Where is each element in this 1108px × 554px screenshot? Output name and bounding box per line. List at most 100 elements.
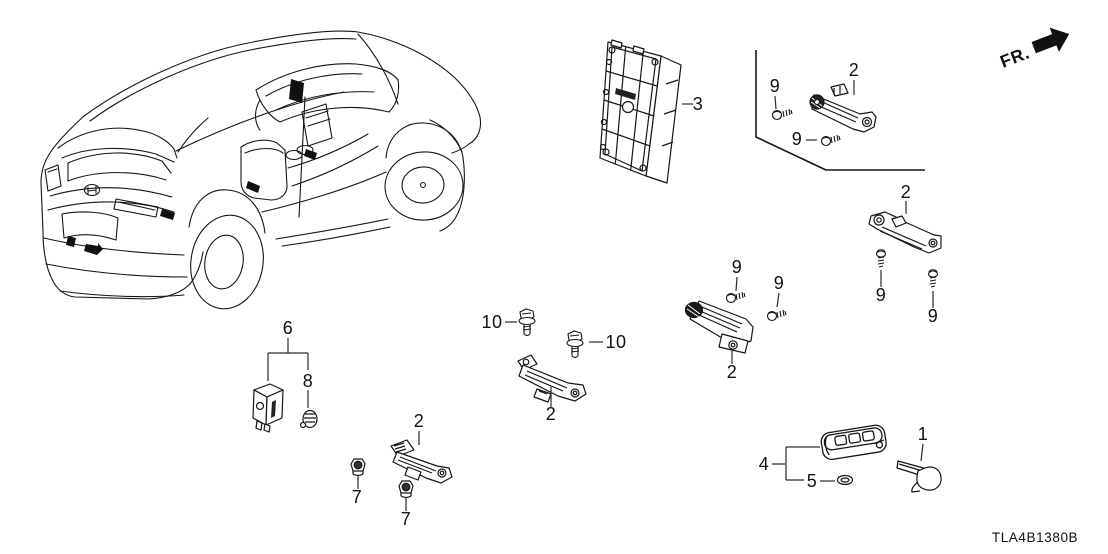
callouts: 3 2 9 9 2 9 9 2 9 9 10 10 2 2 7 7 6 8 4 … <box>267 60 939 529</box>
keyless-remote-part-4 <box>820 424 887 461</box>
callout-label: 2 <box>849 60 860 80</box>
callout-6: 6 <box>267 318 309 381</box>
bracket-hole <box>570 388 580 398</box>
callout-9-c: 9 <box>876 270 887 305</box>
marker-tailgate <box>160 209 175 220</box>
module-tab-1 <box>610 39 623 49</box>
floor-line-2 <box>291 145 379 187</box>
fr-label: FR. <box>997 42 1032 71</box>
relay-pin-2 <box>263 423 271 433</box>
fob-button-3 <box>861 430 875 442</box>
left-taillight <box>44 164 62 192</box>
screw-part-9-d <box>927 269 939 288</box>
bracket-hole <box>861 116 873 128</box>
bumper-line-3 <box>59 290 185 298</box>
relay-round-detail <box>255 401 265 411</box>
callout-label: 10 <box>605 332 626 352</box>
screw-part-9-f <box>766 309 787 322</box>
marker-dash-unit <box>289 79 304 103</box>
module-round-detail <box>621 100 635 114</box>
console-lid <box>244 147 284 154</box>
bracket-ribs <box>698 306 743 333</box>
rear-window-top <box>67 152 172 174</box>
fr-direction-indicator: FR. <box>997 27 1070 72</box>
floor-line-1 <box>287 133 369 169</box>
nut-part-7-left <box>350 458 366 477</box>
module-connector-slot <box>615 88 636 100</box>
bracket-part-2-center <box>684 300 754 354</box>
callout-label: 6 <box>283 318 294 338</box>
key-head <box>916 466 942 491</box>
callout-3: 3 <box>682 94 703 114</box>
bracket-hole-right <box>928 238 938 248</box>
rear-window-bottom <box>67 172 167 182</box>
center-stack <box>301 103 333 147</box>
marker-bumper-left <box>66 236 76 247</box>
control-module-part-3 <box>599 39 682 184</box>
callout-8: 8 <box>303 371 314 408</box>
battery-part-5 <box>836 474 854 486</box>
bracket-part-2-top <box>809 83 877 133</box>
screw-part-9-e <box>725 291 746 304</box>
module-side-lines <box>661 79 679 147</box>
leader-line <box>772 446 820 481</box>
roof-rail-line <box>89 37 357 122</box>
spoiler-tip <box>173 148 178 159</box>
bracket-bar <box>868 211 942 254</box>
fob-button-1 <box>834 434 848 446</box>
callout-label: 9 <box>928 306 939 326</box>
rear-wheel <box>190 214 264 310</box>
c-pillar-line <box>177 117 209 153</box>
callout-label: 3 <box>693 94 704 114</box>
callout-label: 9 <box>792 129 803 149</box>
belt-line <box>175 91 345 152</box>
spoiler-top <box>57 127 175 150</box>
bracket-bar <box>392 451 453 484</box>
bolt-part-10-right <box>566 330 584 359</box>
callout-4: 4 <box>759 446 820 481</box>
callout-2-center: 2 <box>727 349 738 382</box>
rear-wheel-arch <box>188 189 266 234</box>
rocker-line-2 <box>281 226 391 247</box>
inset-boundary-line <box>755 50 925 171</box>
marker-console-side <box>246 181 260 193</box>
grommet-part-8 <box>299 409 318 429</box>
callout-label: 1 <box>918 424 929 444</box>
a-pillar-line <box>357 33 399 105</box>
callout-label: 9 <box>770 76 781 96</box>
key-head-notch <box>911 481 921 493</box>
callout-10-left: 10 <box>481 312 517 332</box>
callout-7-left: 7 <box>352 475 362 507</box>
nut-part-7-right <box>398 480 414 499</box>
callout-label: 8 <box>303 371 314 391</box>
callout-7-right: 7 <box>401 497 411 529</box>
callout-label: 2 <box>414 411 425 431</box>
dashboard-line-2 <box>275 91 375 111</box>
marker-bumper-center <box>84 243 103 255</box>
callout-label: 9 <box>732 257 743 277</box>
tailgate-crease-1 <box>49 187 173 198</box>
module-grid <box>601 46 658 171</box>
callout-label: 2 <box>546 404 557 424</box>
callout-label: 2 <box>727 362 738 382</box>
key-blank-part-1 <box>896 460 942 493</box>
rocker-line-1 <box>275 218 389 240</box>
bracket-hole <box>728 340 738 350</box>
bumper-line-1 <box>43 237 185 256</box>
callout-label: 5 <box>807 471 818 491</box>
bracket-part-2-mid <box>517 354 587 403</box>
callout-10-right: 10 <box>589 332 626 352</box>
bracket-ribs <box>879 226 927 250</box>
brand-emblem <box>83 183 101 197</box>
cupholder-1 <box>285 149 303 161</box>
diagram-code: TLA4B1380B <box>992 530 1078 545</box>
bracket-stub <box>891 215 907 228</box>
bracket-bar <box>518 364 587 402</box>
callout-label: 9 <box>876 285 887 305</box>
tailgate-crease-2 <box>47 201 175 213</box>
bracket-ribs <box>818 100 859 123</box>
callout-2-top: 2 <box>849 60 860 95</box>
tailgate-outline <box>40 115 191 300</box>
fob-button-2 <box>848 432 862 444</box>
